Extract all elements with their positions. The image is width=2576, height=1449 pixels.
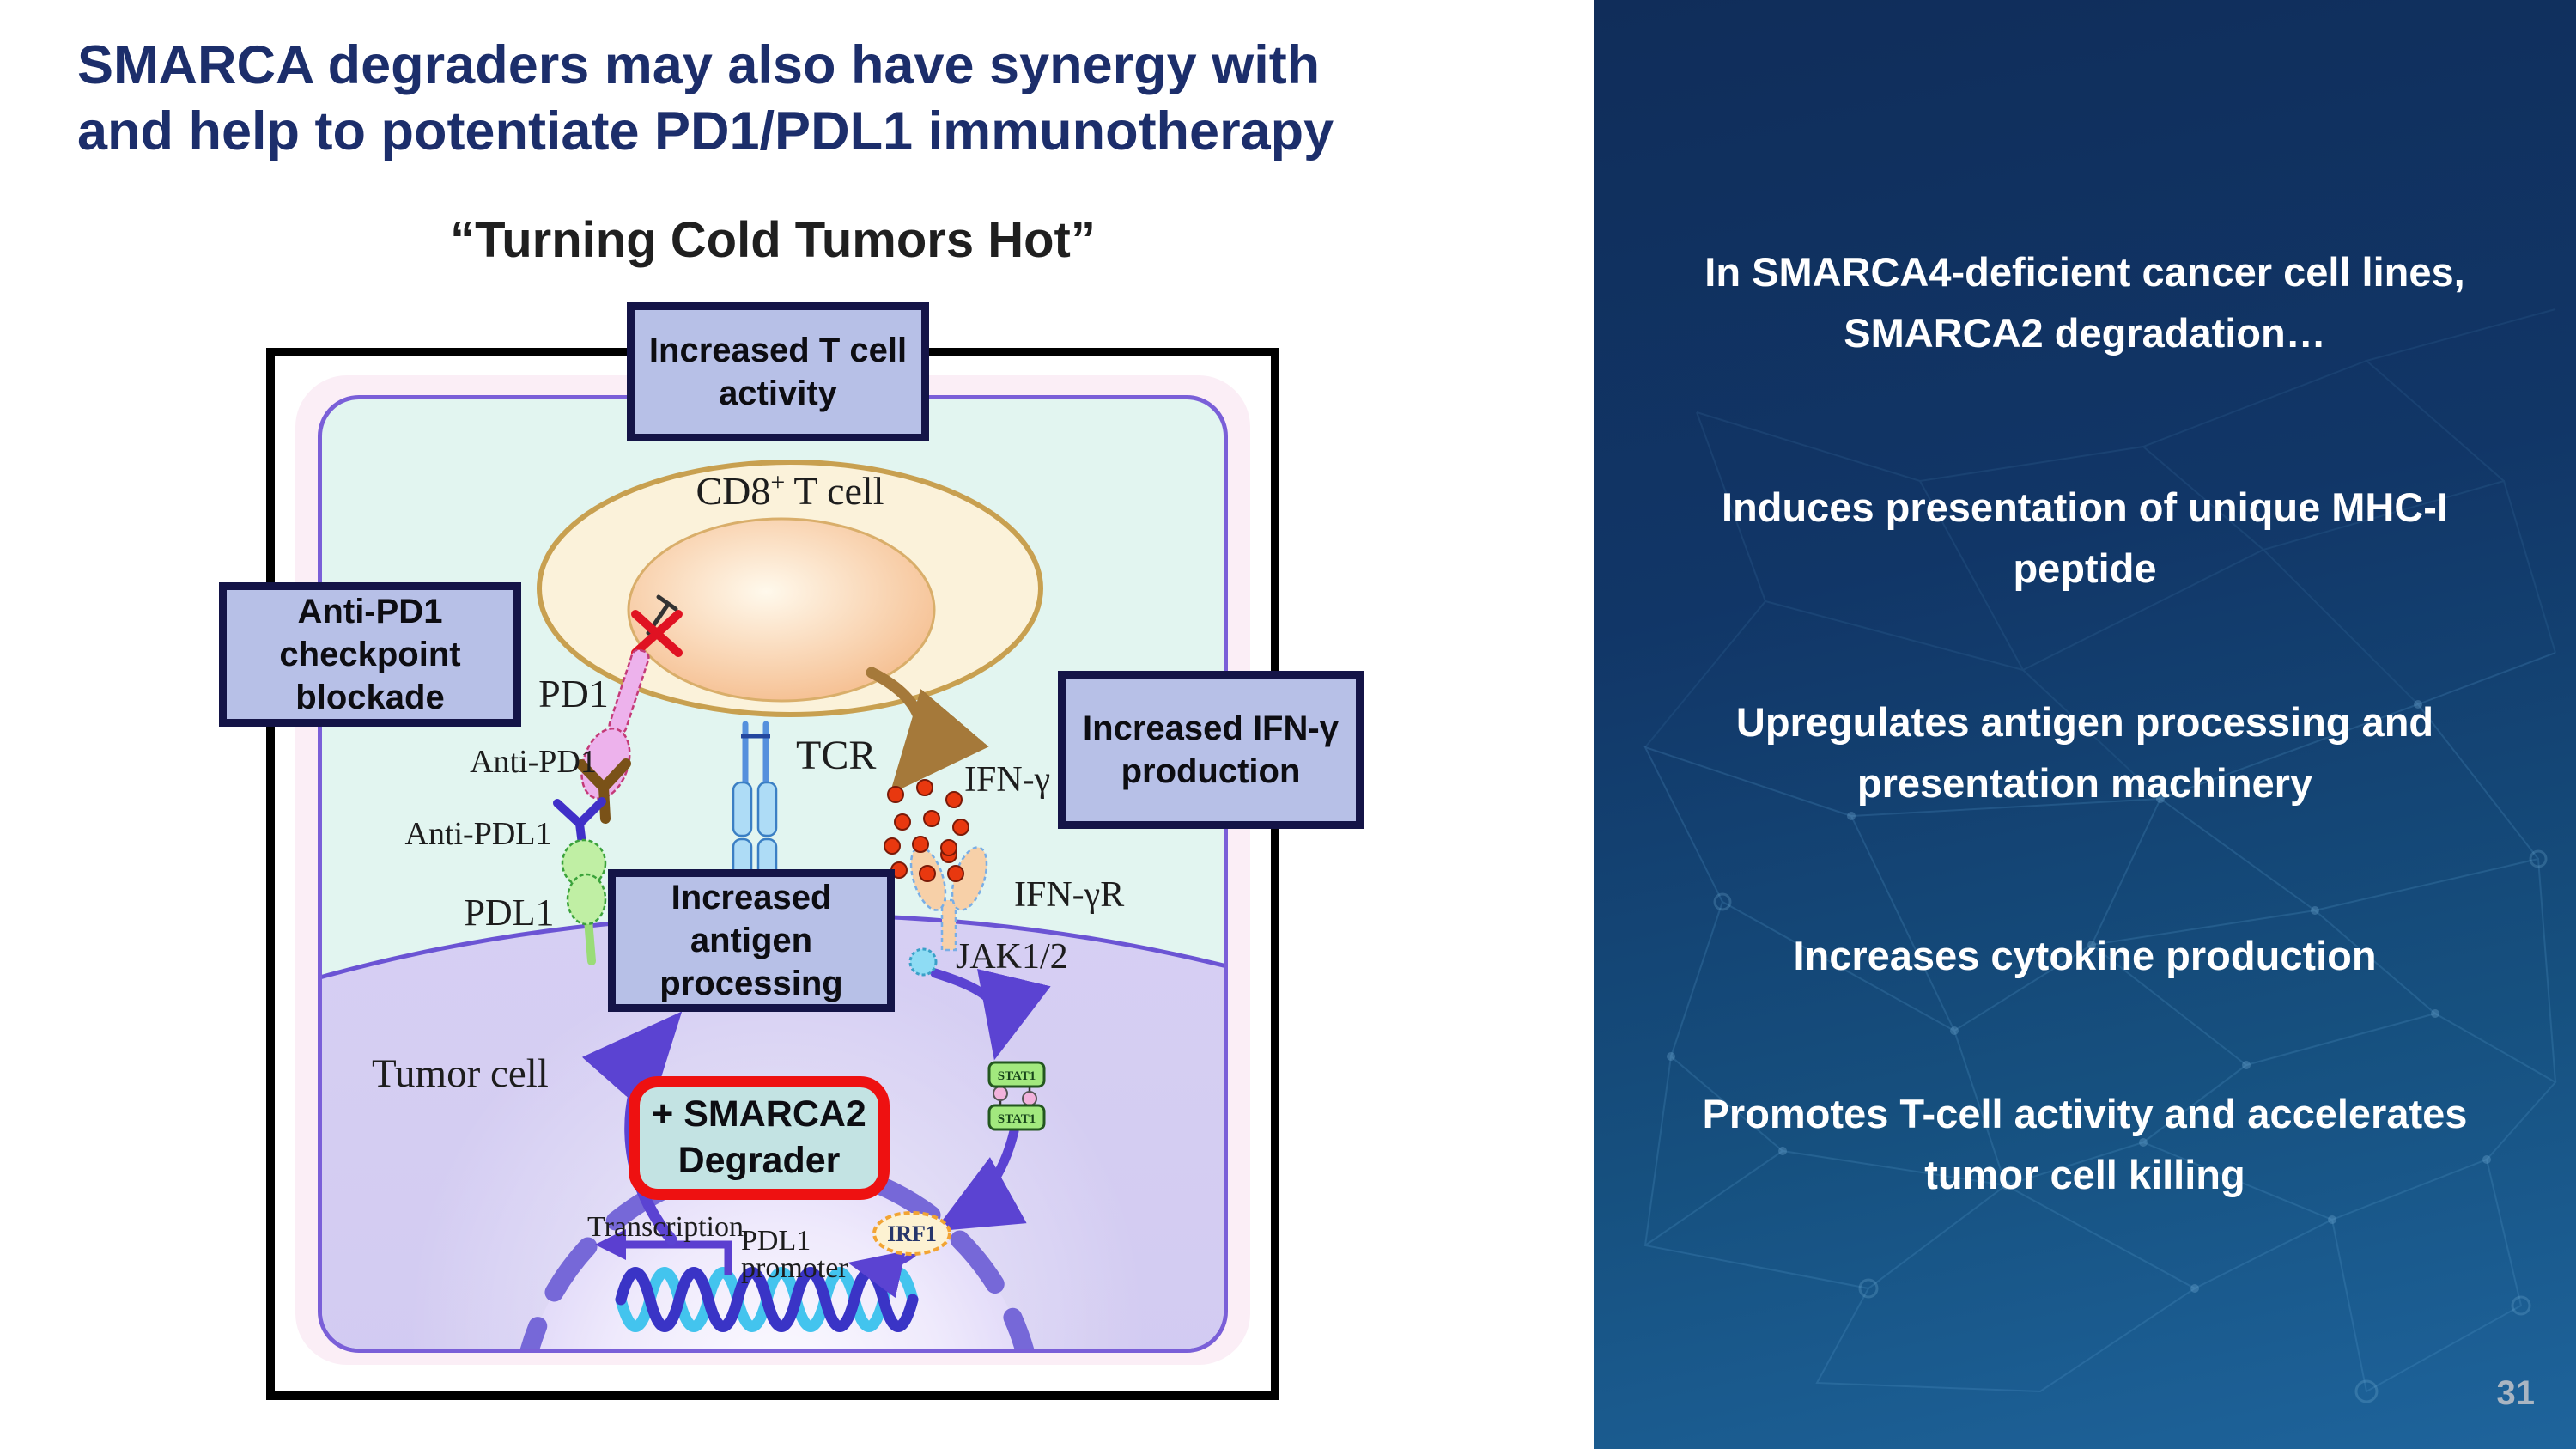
irf1-label: IRF1 [887,1221,937,1246]
bullet-mhc-peptide: Induces presentation of unique MHC-I pep… [1721,484,2449,591]
anti-pdl1-label: Anti-PDL1 [405,816,552,852]
jak-label: JAK1/2 [956,937,1068,977]
stat1-label-a: STAT1 [998,1069,1036,1083]
callout-increased-t-cell-activity: Increased T cell activity [627,302,929,441]
irf1-protein: IRF1 [872,1211,951,1256]
diagram-subtitle: “Turning Cold Tumors Hot” [450,212,1096,268]
t-cell-shape [537,460,1043,717]
callout-anti-pd1-checkpoint-blockade: Anti-PD1 checkpoint blockade [219,582,521,727]
promoter-label-line2: promoter [741,1252,848,1284]
bullet-cytokine-production: Increases cytokine production [1793,933,2377,978]
callout-smarca2-degrader: + SMARCA2 Degrader [629,1076,890,1200]
ifn-gamma-r-label: IFN-γR [1014,875,1124,915]
red-x-icon [631,594,683,657]
callout-increased-ifn-production: Increased IFN-γ production [1058,671,1364,829]
network-background-pattern [1643,308,2557,1403]
cd8-t-cell-label: CD8+T cell [696,468,884,513]
pdl1-receptor [561,838,607,965]
bullet-smarca4-deficient: In SMARCA4-deficient cancer cell lines, … [1704,249,2465,356]
diagram-labels: CD8+T cell PD1 Anti-PD1 Anti-PDL1 PDL1 T… [372,468,1124,1284]
stat1-complex: STAT1 STAT1 [987,1061,1046,1131]
page-number: 31 [2496,1374,2536,1412]
slide-title: SMARCA degraders may also have synergy w… [77,35,1334,161]
stat1-label-b: STAT1 [998,1112,1036,1126]
ifn-gamma-label: IFN-γ [964,760,1050,800]
jak-protein [908,947,938,977]
bullet-antigen-machinery: Upregulates antigen processing and prese… [1735,699,2434,806]
bullet-tumor-cell-killing: Promotes T-cell activity and accelerates… [1702,1091,2468,1197]
anti-pd1-label: Anti-PD1 [470,744,597,780]
promoter-label-line1: PDL1 [741,1225,811,1257]
pd1-label: PD1 [538,672,609,715]
t-cell-to-ifn-arrow [866,667,989,795]
tumor-cell-label: Tumor cell [372,1051,549,1096]
transcription-label: Transcription [587,1211,744,1243]
callout-increased-antigen-processing: Increased antigen processing [608,869,895,1012]
tcr-label: TCR [796,733,876,778]
right-text-panel: In SMARCA4-deficient cancer cell lines, … [1594,0,2576,1449]
ifn-gamma-dots [884,779,969,882]
transcription-arrow [595,1229,732,1275]
pdl1-label: PDL1 [464,892,554,934]
